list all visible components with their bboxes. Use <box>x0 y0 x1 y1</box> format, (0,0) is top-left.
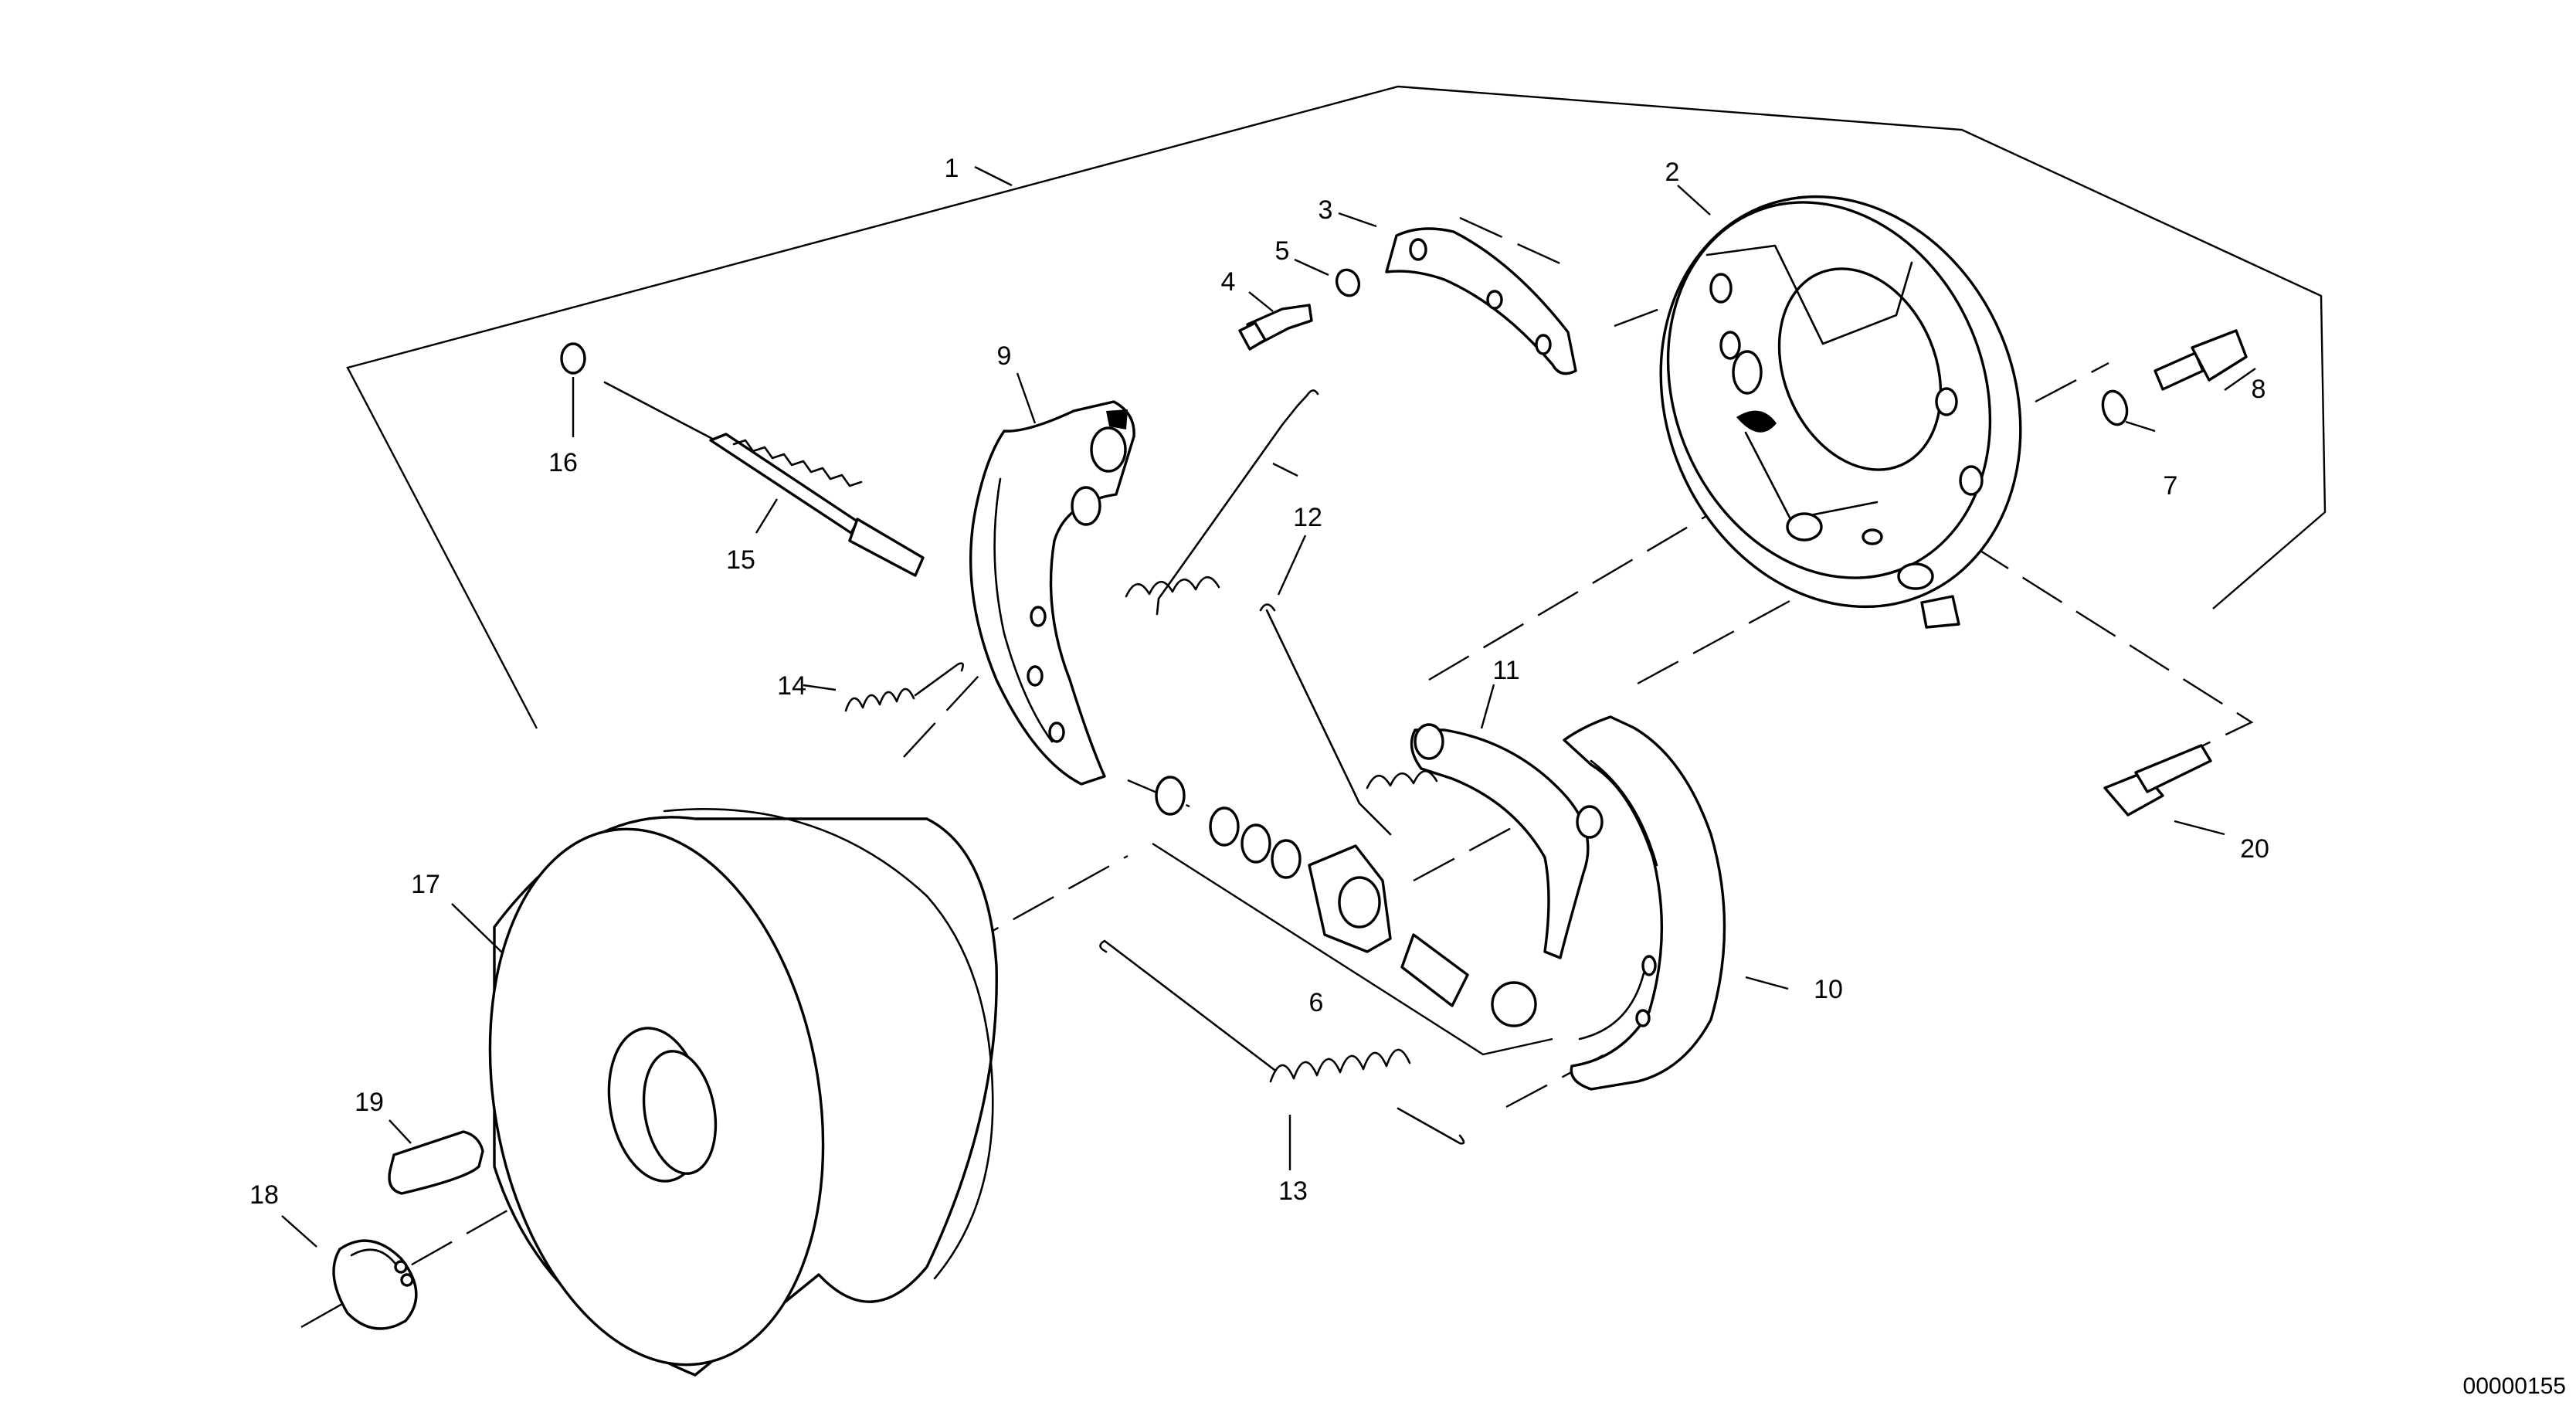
callout-numbers: 1 2 3 4 5 6 7 8 9 10 11 12 13 14 15 16 1… <box>249 154 2269 1210</box>
callout-4: 4 <box>1221 267 1236 297</box>
spring-14 <box>844 662 964 712</box>
spring-13 <box>1099 939 1465 1145</box>
hex-bolt-20 <box>2103 744 2212 817</box>
callout-16: 16 <box>548 448 578 477</box>
callout-6: 6 <box>1309 988 1324 1017</box>
brake-drum-17 <box>488 808 998 1377</box>
callout-12: 12 <box>1293 503 1322 532</box>
callout-1: 1 <box>945 154 959 183</box>
parking-lever-11 <box>1410 723 1604 959</box>
small-bolt <box>1238 304 1313 351</box>
adjuster-assembly-6 <box>1155 776 1537 1027</box>
return-spring-12 <box>1125 389 1438 836</box>
callout-9: 9 <box>997 341 1012 371</box>
callout-3: 3 <box>1319 195 1333 225</box>
callout-11: 11 <box>1492 656 1519 685</box>
callout-13: 13 <box>1278 1176 1308 1206</box>
brake-shoe-9 <box>969 400 1135 786</box>
circlip-18 <box>332 1239 418 1330</box>
callout-5: 5 <box>1275 236 1290 266</box>
callout-15: 15 <box>726 545 755 575</box>
callout-line-6 <box>1152 842 1553 1056</box>
drawing-number: 00000155 <box>2463 1373 2566 1399</box>
callout-7: 7 <box>2164 471 2178 501</box>
brake-shoe-10 <box>1563 715 1726 1091</box>
callout-19: 19 <box>355 1088 384 1117</box>
key-19 <box>388 1130 484 1195</box>
lock-washer-5 <box>1335 268 1361 297</box>
callout-10: 10 <box>1814 975 1843 1004</box>
callout-18: 18 <box>249 1180 279 1210</box>
strut-plate <box>1385 227 1577 375</box>
assembly-bracket-line <box>346 85 2327 729</box>
leader-lines <box>281 165 2256 1248</box>
callout-2: 2 <box>1665 158 1680 187</box>
adjuster-rod-15 <box>603 381 925 577</box>
backing-plate <box>1659 195 2022 629</box>
callout-17: 17 <box>411 870 440 899</box>
nut-16 <box>560 342 586 375</box>
lock-washer-7 <box>2101 389 2129 426</box>
hex-bolt-8 <box>2153 329 2248 391</box>
callout-14: 14 <box>777 671 806 701</box>
callout-20: 20 <box>2240 834 2269 864</box>
callout-8: 8 <box>2252 375 2266 404</box>
